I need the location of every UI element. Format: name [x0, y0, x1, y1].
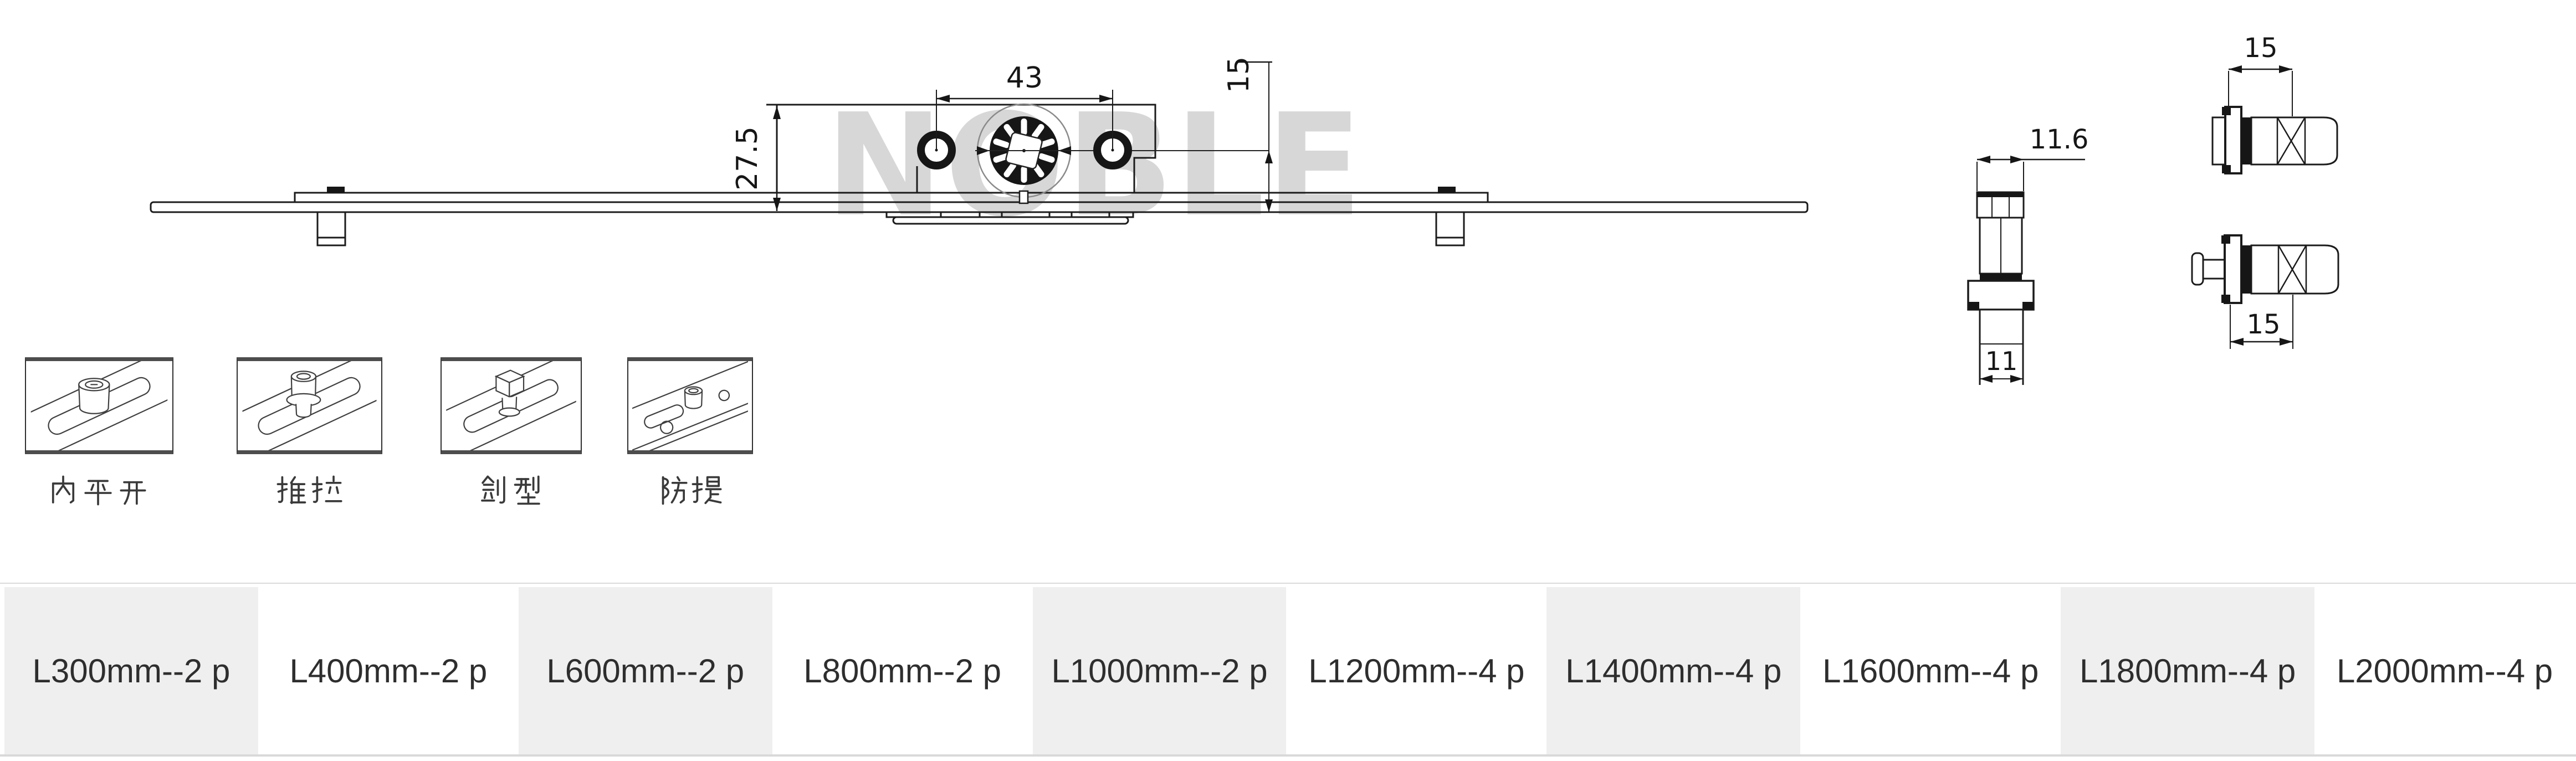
size-cell: L2000mm--4 p [2318, 587, 2572, 754]
size-cell: L1400mm--4 p [1546, 587, 1801, 754]
dimension-27-5: 27.5 [731, 106, 781, 211]
thumb-label-anti-lift [654, 475, 724, 509]
svg-text:43: 43 [1006, 61, 1043, 95]
thumb-label-sword-type [476, 475, 546, 509]
dimension-15-offset: 15 [1222, 56, 1273, 212]
thumb-sliding [237, 357, 382, 454]
watermark: NOBLE [825, 84, 1363, 248]
size-cell: L600mm--2 p [518, 587, 772, 754]
stop-block-left [327, 187, 345, 193]
dim-15-top: 15 [2244, 33, 2277, 64]
thumb-label-sliding [274, 475, 344, 509]
size-cell: L1000mm--2 p [1032, 587, 1287, 754]
dim-11-6: 11.6 [2030, 124, 2089, 155]
svg-text:27.5: 27.5 [731, 126, 764, 191]
roller-cam-bottom: 15 [2191, 234, 2339, 349]
size-cell: L300mm--2 p [4, 587, 258, 754]
mount-bracket-right [1435, 211, 1465, 246]
svg-text:15: 15 [1222, 56, 1256, 93]
roller-cam-top: 15 [2211, 33, 2338, 174]
thumb-label-inward-opening [46, 475, 151, 509]
mount-bracket-left [316, 211, 346, 246]
size-cell: L1200mm--4 p [1289, 587, 1544, 754]
dim-15-bottom: 15 [2246, 309, 2280, 340]
thumb-inward-opening [25, 357, 173, 454]
thumb-sword-type [441, 357, 582, 454]
face-plate [294, 192, 1489, 202]
strip-bottom-border [0, 754, 2576, 757]
dim-11: 11 [1985, 346, 2018, 376]
technical-drawing: NOBLE [150, 33, 2339, 385]
dimension-43: 43 [936, 61, 1113, 150]
size-cell: L400mm--2 p [261, 587, 515, 754]
size-cell: L1800mm--4 p [2061, 587, 2315, 754]
size-cell: L800mm--2 p [775, 587, 1030, 754]
thumb-anti-lift [627, 357, 753, 454]
strip-top-border [0, 583, 2576, 584]
locking-pin: 11.6 11 [1967, 124, 2089, 385]
stop-block-right [1438, 187, 1456, 193]
size-cell: L1600mm--4 p [1804, 587, 2058, 754]
